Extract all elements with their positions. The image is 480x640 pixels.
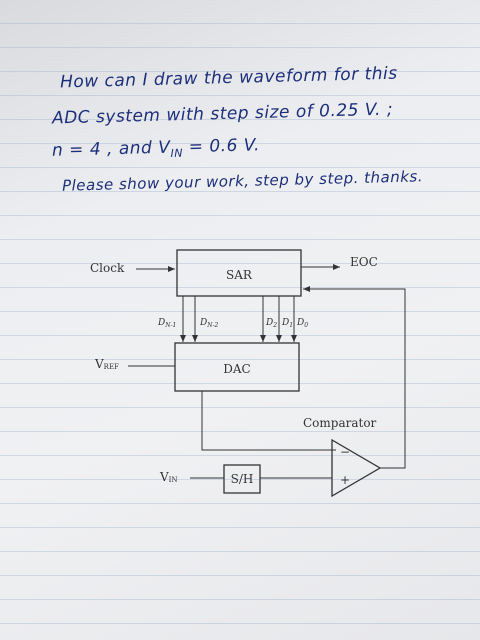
sample-hold-label: S/H <box>231 472 254 486</box>
vin-label: VIN <box>159 470 178 484</box>
vref-label: VREF <box>94 357 119 371</box>
clock-label: Clock <box>90 261 125 275</box>
dn1-label: DN-1 <box>157 318 176 329</box>
d0-label: D0 <box>296 318 308 329</box>
d1-label: D1 <box>281 318 293 329</box>
comparator-plus: + <box>340 473 350 487</box>
eoc-label: EOC <box>350 255 378 269</box>
comparator-minus: − <box>340 445 350 459</box>
dac-block <box>174 342 300 392</box>
sample-hold-block <box>223 464 261 494</box>
comparator-symbol <box>331 438 382 498</box>
comparator-feedback-line <box>303 286 406 469</box>
sar-label: SAR <box>226 268 253 282</box>
d2-label: D2 <box>265 318 277 329</box>
dac-to-comparator-line <box>201 391 336 451</box>
dn2-label: DN-2 <box>199 318 218 329</box>
comparator-label: Comparator <box>303 416 377 430</box>
sar-block <box>176 249 302 297</box>
dac-label: DAC <box>223 362 250 376</box>
